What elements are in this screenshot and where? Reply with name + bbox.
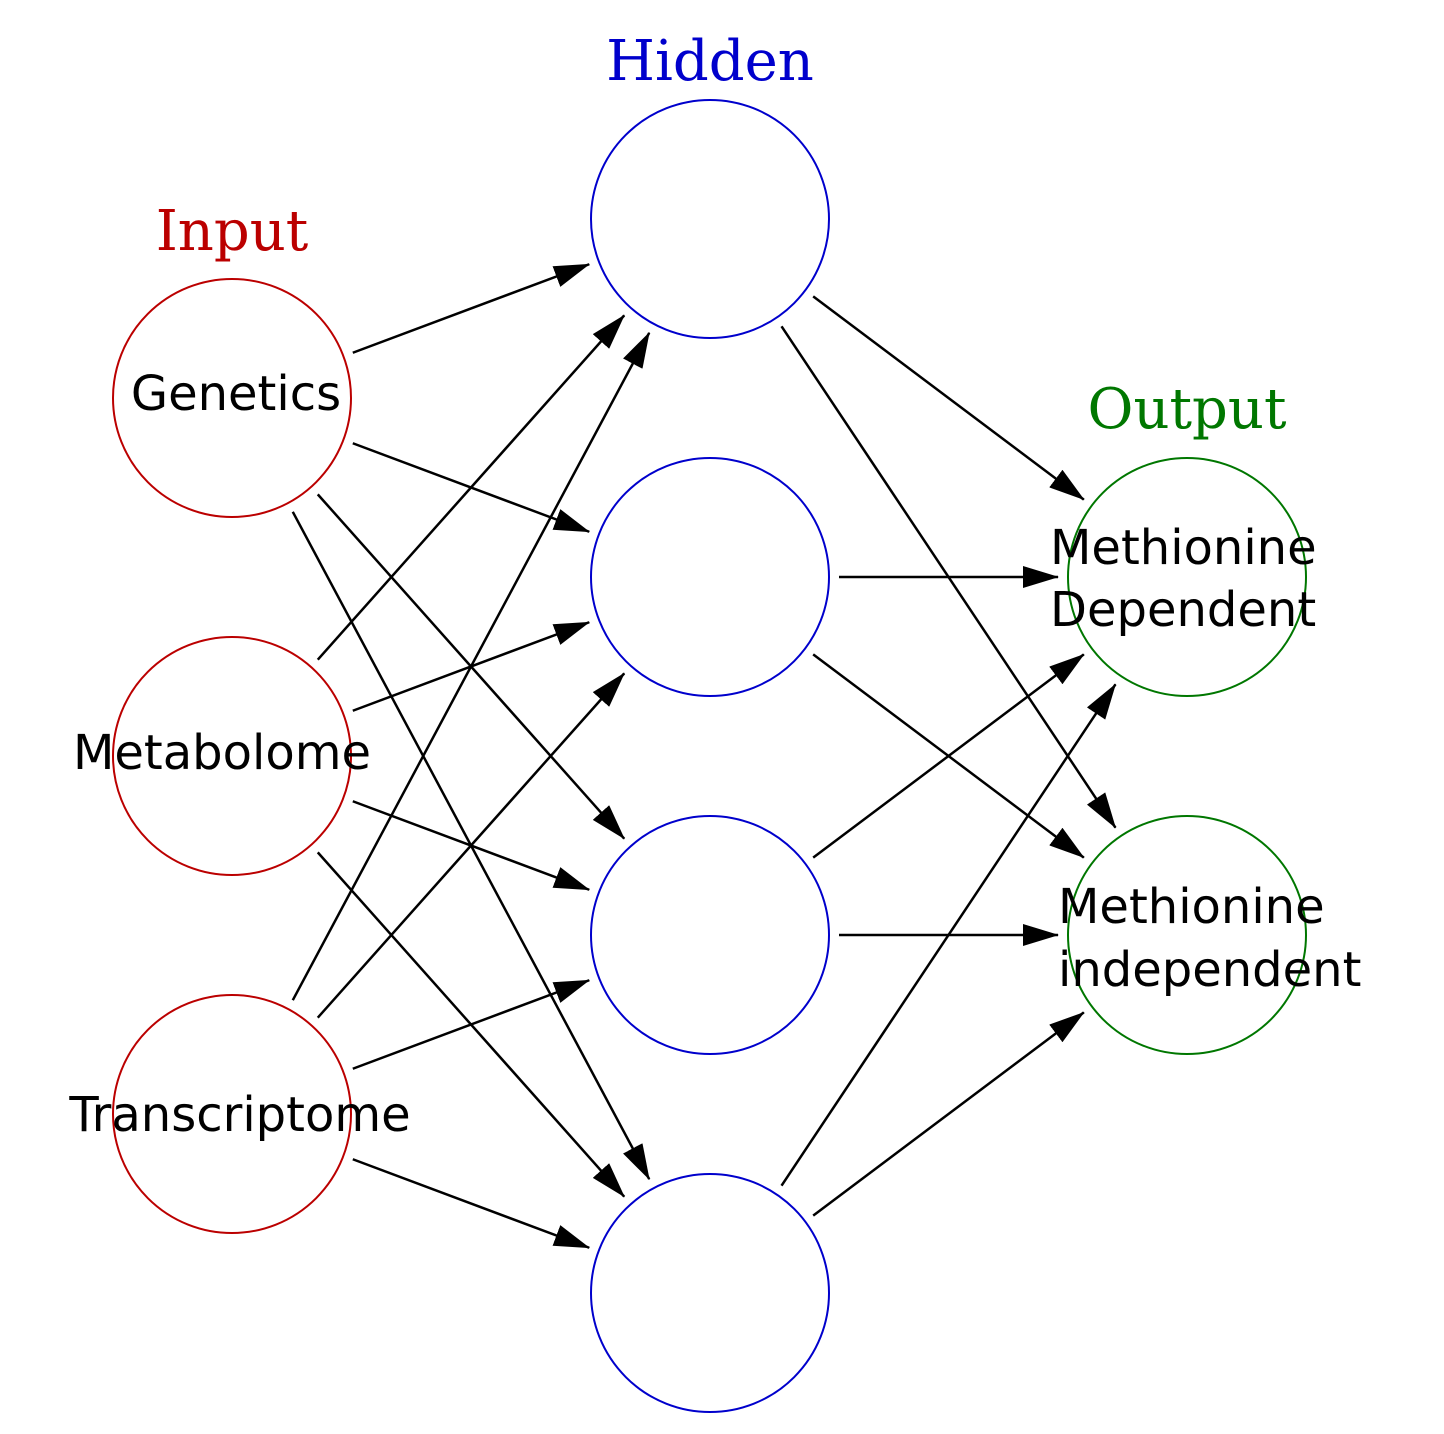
input-node-label: Metabolome <box>73 725 371 781</box>
edge-input-3-to-hidden-1 <box>291 331 651 1001</box>
input-node-label: Transcriptome <box>68 1087 410 1143</box>
edge-input-1-to-hidden-1 <box>352 263 591 354</box>
input-node-3 <box>112 994 352 1234</box>
edge-input-2-to-hidden-1 <box>316 314 626 661</box>
edge-hidden-4-to-output-2 <box>812 1011 1085 1217</box>
edge-input-3-to-hidden-3 <box>352 979 591 1070</box>
edge-input-3-to-hidden-4 <box>352 1158 591 1249</box>
edge-hidden-3-to-output-1 <box>812 653 1085 859</box>
output-node-2 <box>1067 815 1307 1055</box>
edge-input-3-to-hidden-2 <box>316 672 626 1019</box>
hidden-node-4 <box>590 1173 830 1413</box>
output-node-label: independent <box>1058 942 1361 998</box>
hidden-layer-title: Hidden <box>606 29 814 94</box>
hidden-node-3 <box>590 815 830 1055</box>
edge-hidden-4-to-output-1 <box>780 683 1117 1187</box>
input-node-2 <box>112 636 352 876</box>
hidden-node-1 <box>590 99 830 339</box>
input-node-label: Genetics <box>131 366 341 422</box>
connection-edges <box>291 263 1117 1249</box>
output-node-label: Methionine <box>1058 879 1325 935</box>
output-layer-title: Output <box>1088 377 1287 442</box>
input-layer-title: Input <box>156 199 309 264</box>
edge-hidden-1-to-output-1 <box>812 295 1085 501</box>
output-node-1 <box>1067 457 1307 697</box>
output-node-label: Methionine <box>1050 520 1317 576</box>
hidden-node-2 <box>590 457 830 697</box>
input-node-1 <box>112 278 352 518</box>
output-node-label: Dependent <box>1050 582 1316 638</box>
